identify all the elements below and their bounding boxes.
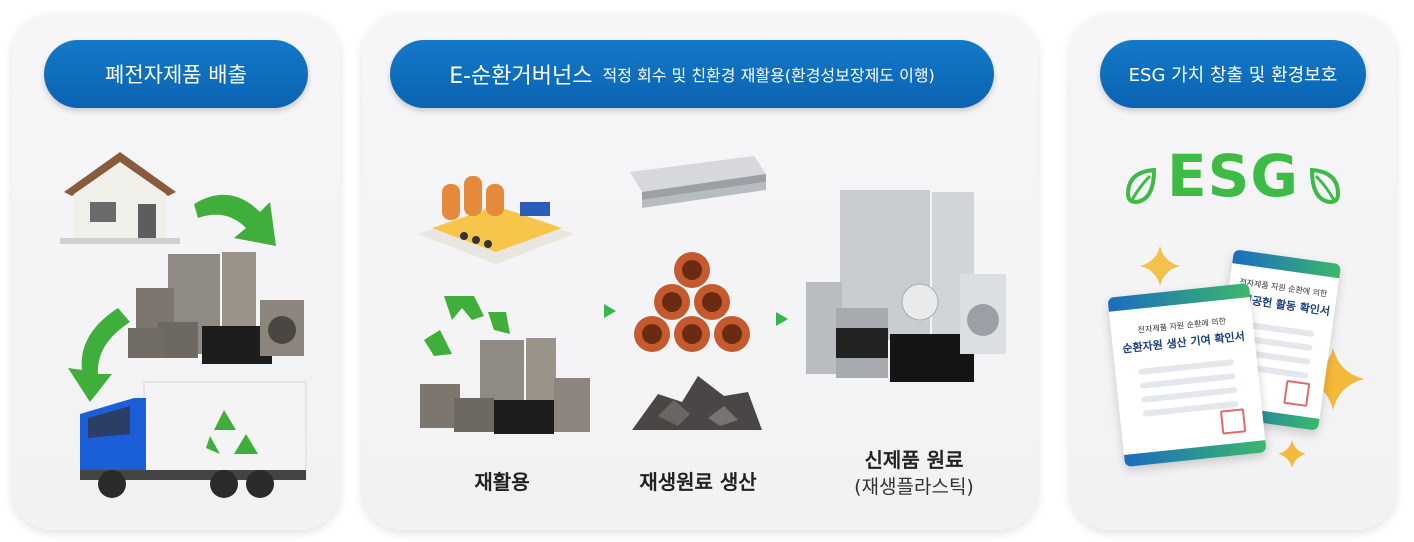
recycling-truck-image <box>80 381 307 498</box>
leaf-icon <box>1125 167 1157 205</box>
recycling-appliances-image <box>420 296 590 434</box>
panel-recycling-process: E-순환거버넌스 적정 회수 및 친환경 재활용(환경성보장제도 이행) 재활용 <box>362 14 1038 530</box>
stamp-icon <box>1283 379 1311 407</box>
esg-title-pill: ESG 가치 창출 및 환경보호 <box>1100 40 1366 108</box>
panel-esg: ESG 가치 창출 및 환경보호 ESG 전자제품 자원 순환에 의한 사회공헌… <box>1070 14 1396 530</box>
factory-image <box>418 176 574 264</box>
step-arrow-icon <box>776 312 788 326</box>
step-new-product-label: 신제품 원료 <box>864 448 964 472</box>
governance-subtitle: 적정 회수 및 친환경 재활용(환경성보장제도 이행) <box>602 66 935 85</box>
house-icon <box>60 152 180 244</box>
esg-logo-text: ESG <box>1167 142 1299 210</box>
governance-brand: E-순환거버넌스 <box>449 64 593 89</box>
stamp-icon <box>1219 408 1247 435</box>
used-appliances-image <box>128 252 304 364</box>
step-new-product-sublabel: (재생플라스틱) <box>854 476 974 498</box>
sparkle-icon <box>1278 440 1306 468</box>
step-recycling-label: 재활용 <box>474 470 530 494</box>
esg-title: ESG 가치 창출 및 환경보호 <box>1128 65 1338 86</box>
copper-pipes-image <box>634 252 750 352</box>
step-raw-material-label: 재생원료 생산 <box>639 470 757 494</box>
curved-arrow-icon <box>194 194 276 246</box>
step-arrow-icon <box>604 304 616 318</box>
scrap-pile-image <box>632 376 762 430</box>
disposal-title: 폐전자제품 배출 <box>105 63 247 87</box>
curved-arrow-icon <box>68 308 130 402</box>
metal-sheets-image <box>630 156 766 208</box>
new-appliances-image <box>806 190 1006 382</box>
leaf-icon <box>1309 167 1341 205</box>
panel-disposal: 폐전자제품 배출 <box>12 14 340 530</box>
sparkle-icon <box>1302 348 1364 410</box>
disposal-title-pill: 폐전자제품 배출 <box>44 40 308 108</box>
sparkle-icon <box>1140 246 1180 286</box>
governance-title-pill: E-순환거버넌스 적정 회수 및 친환경 재활용(환경성보장제도 이행) <box>390 40 994 108</box>
certificate-circular-resource: 전자제품 자원 순환에 의한 순환자원 생산 기여 확인서 <box>1107 283 1267 467</box>
